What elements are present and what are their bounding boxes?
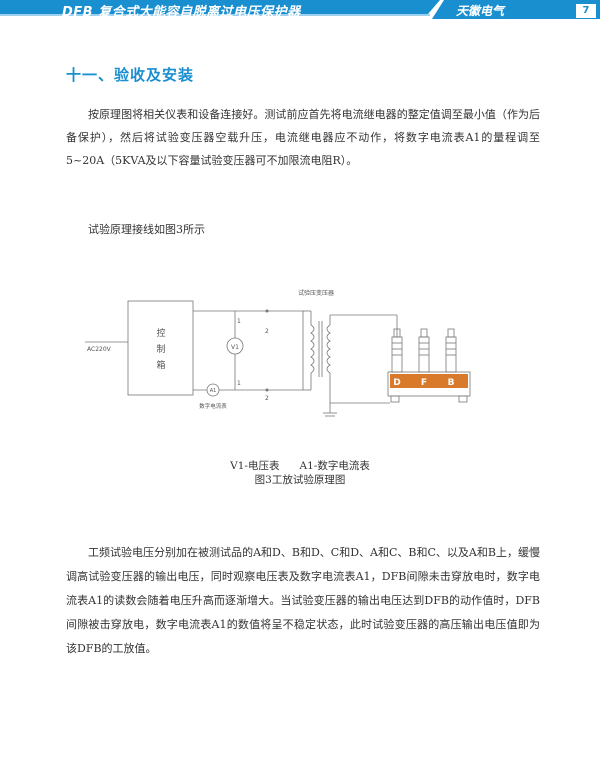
control-box-char-2: 制 (156, 343, 165, 355)
terminal-1-top: 1 (237, 318, 241, 325)
control-box (127, 300, 194, 396)
insulator-f (418, 328, 430, 373)
control-box-char-1: 控 (156, 327, 165, 339)
ammeter-label: A1 (210, 388, 217, 394)
device-label-strip (390, 374, 468, 388)
figure-legend: V1-电压表 A1-数字电流表 (230, 460, 370, 472)
test-procedure-paragraph: 工频试验电压分别加在被测试品的A和D、B和D、C和D、A和C、B和C、以及A和B… (66, 546, 540, 655)
header-bar: DFB 复合式大能容自脱离过电压保护器 天徽电气 7 (0, 0, 600, 20)
diagram-intro-text: 试验原理接线如图3所示 (88, 223, 205, 236)
section-title: 十一、验收及安装 (66, 66, 195, 84)
header-title: DFB 复合式大能容自脱离过电压保护器 (62, 5, 301, 20)
device-label-d: D (393, 378, 400, 388)
page-number: 7 (576, 4, 596, 18)
intro-paragraph: 按原理图将相关仪表和设备连接好。测试前应首先将电流继电器的整定值调至最小值（作为… (66, 108, 540, 167)
voltmeter-symbol (226, 337, 244, 355)
terminal-2-bottom: 2 (265, 395, 269, 402)
circuit-diagram: V1 A1 数字电流表 AC220V 控 制 箱 试验压变压器 1 2 1 2 … (85, 289, 471, 417)
transformer-label: 试验压变压器 (298, 289, 334, 297)
header-brand: 天徽电气 (456, 4, 505, 18)
figure-caption: 图3工放试验原理图 (254, 474, 346, 486)
insulator-b (445, 328, 457, 373)
ammeter-caption: 数字电流表 (199, 402, 227, 410)
ammeter-symbol (206, 383, 220, 397)
device-label-b: B (448, 378, 455, 388)
voltmeter-label: V1 (231, 344, 239, 351)
header-background (0, 0, 600, 19)
terminal-1-bottom: 1 (237, 380, 241, 387)
supply-label: AC220V (87, 346, 112, 353)
insulator-d (391, 328, 403, 373)
terminal-2-top: 2 (265, 328, 269, 335)
control-box-char-3: 箱 (156, 359, 165, 371)
device-label-f: F (421, 378, 427, 388)
